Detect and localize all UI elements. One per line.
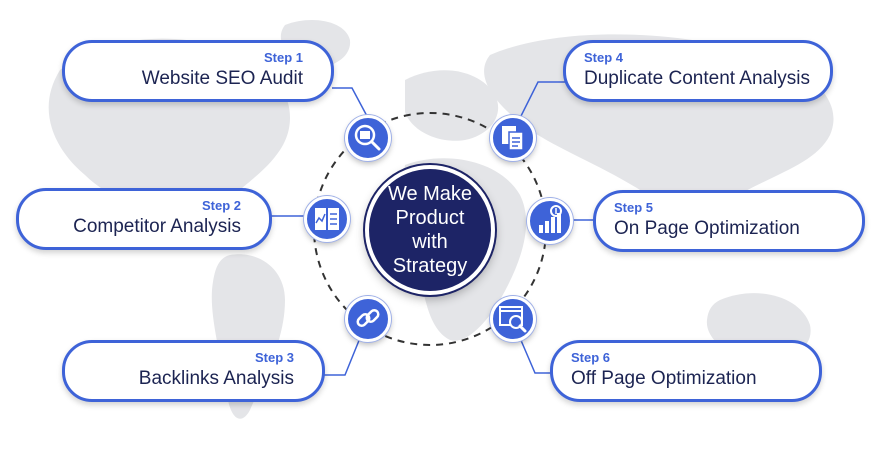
step-6-label: Step 6 <box>571 350 611 365</box>
chain-link-icon <box>356 308 380 328</box>
step-3-label: Step 3 <box>254 350 294 365</box>
step-2-card: Step 2 Competitor Analysis <box>16 188 272 250</box>
step-5-label: Step 5 <box>614 200 654 215</box>
step-1-title: Website SEO Audit <box>141 68 303 89</box>
step-1-label: Step 1 <box>263 50 303 65</box>
competitor-analysis-chart-icon <box>315 208 339 230</box>
step-6-title: Off Page Optimization <box>571 368 757 389</box>
step-5-node <box>527 198 573 244</box>
center-hub: We Make Product with Strategy <box>365 165 495 295</box>
duplicate-documents-icon <box>502 126 524 151</box>
step-1-card: Step 1 Website SEO Audit <box>62 40 334 102</box>
step-4-label: Step 4 <box>584 50 624 65</box>
step-5-card: Step 5 On Page Optimization <box>593 190 865 252</box>
step-3-card: Step 3 Backlinks Analysis <box>62 340 325 402</box>
step-4-card: Step 4 Duplicate Content Analysis <box>563 40 833 102</box>
step-5-title: On Page Optimization <box>614 218 800 239</box>
step-6-card: Step 6 Off Page Optimization <box>550 340 822 402</box>
analytics-magnifier-icon <box>499 306 527 333</box>
step-4-node <box>490 115 536 161</box>
step-1-node <box>345 115 391 161</box>
seo-audit-magnifier-icon <box>354 124 381 151</box>
step-2-title: Competitor Analysis <box>73 216 241 237</box>
step-6-node <box>490 296 536 342</box>
growth-bar-chart-icon <box>539 205 562 233</box>
step-3-title: Backlinks Analysis <box>138 368 294 389</box>
connector-lines <box>270 81 593 376</box>
step-4-title: Duplicate Content Analysis <box>584 68 811 89</box>
center-hub-text: We Make Product with Strategy <box>387 183 473 277</box>
step-2-node <box>304 196 350 242</box>
step-3-node <box>345 296 391 342</box>
step-2-label: Step 2 <box>201 198 241 213</box>
